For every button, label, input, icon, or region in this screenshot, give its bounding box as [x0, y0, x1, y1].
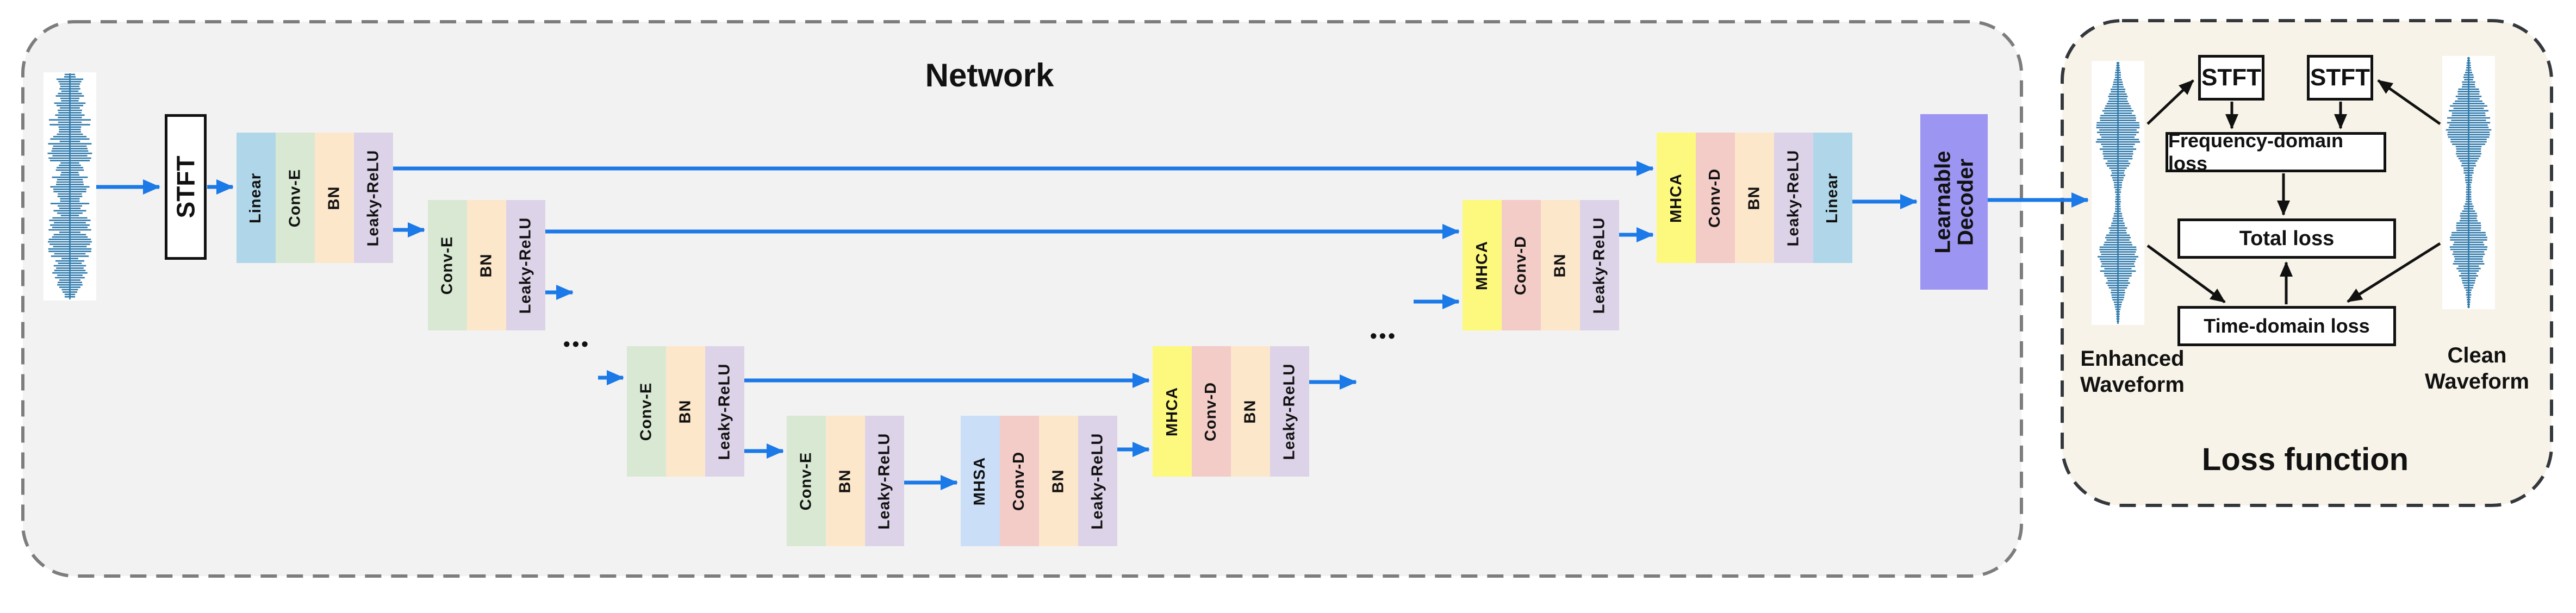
layer-bn: BN	[1735, 133, 1774, 263]
layer-bn: BN	[1039, 416, 1078, 546]
stft-label: STFT	[171, 155, 200, 218]
layer-label: Leaky-ReLU	[715, 363, 733, 460]
layer-label: Leaky-ReLU	[1590, 217, 1608, 314]
layer-mhca: MHCA	[1153, 346, 1192, 477]
layer-label: BN	[1241, 399, 1259, 423]
arrow-clean-to-stft	[2377, 79, 2441, 126]
time-domain-loss-box: Time-domain loss	[2177, 306, 2396, 346]
loss-stft-left-box: STFT	[2198, 55, 2264, 101]
layer-label: MHCA	[1473, 240, 1491, 290]
layer-label: BN	[836, 469, 854, 493]
layer-label: Leaky-ReLU	[517, 217, 534, 314]
layer-conv-e: Conv-E	[787, 416, 826, 546]
ellipsis-encoder: •••	[563, 333, 590, 355]
layer-bn: BN	[666, 346, 705, 477]
layer-conv-e: Conv-E	[276, 133, 315, 263]
layer-label: Conv-D	[1512, 235, 1530, 295]
layer-label: Conv-E	[797, 452, 815, 510]
layer-label: BN	[676, 399, 694, 423]
encoder-stack-1: Linear Conv-E BN Leaky-ReLU	[237, 133, 393, 263]
layer-leaky-relu: Leaky-ReLU	[506, 200, 545, 330]
layer-conv-e: Conv-E	[428, 200, 467, 330]
layer-label: Leaky-ReLU	[1280, 363, 1298, 460]
layer-label: BN	[1049, 469, 1067, 493]
layer-leaky-relu: Leaky-ReLU	[1078, 416, 1117, 546]
layer-label: Linear	[1824, 172, 1841, 223]
flow-arrows	[96, 161, 2089, 490]
clean-waveform-caption: Clean Waveform	[2363, 342, 2576, 395]
layer-label: Conv-D	[1706, 168, 1724, 228]
layer-linear: Linear	[1813, 133, 1852, 263]
layer-label: Conv-D	[1010, 451, 1028, 511]
layer-mhsa: MHSA	[961, 416, 1000, 546]
total-loss-box: Total loss	[2177, 218, 2396, 259]
layer-label: Linear	[247, 172, 265, 223]
decoder-stack-2: MHCA Conv-D BN Leaky-ReLU	[1463, 200, 1619, 330]
layer-label: BN	[1745, 186, 1763, 210]
layer-label: MHCA	[1667, 173, 1685, 223]
arrow-clean-to-time	[2347, 242, 2441, 303]
loss-arrows	[2146, 79, 2441, 304]
bottleneck-stack: MHSA Conv-D BN Leaky-ReLU	[961, 416, 1117, 546]
layer-bn: BN	[1231, 346, 1270, 477]
layer-label: Leaky-ReLU	[1088, 433, 1106, 529]
layer-label: MHCA	[1163, 386, 1181, 436]
caption-line: Enhanced	[2080, 347, 2185, 371]
layer-label: Conv-E	[286, 168, 304, 227]
layer-conv-e: Conv-E	[627, 346, 666, 477]
layer-label: Conv-E	[637, 382, 655, 441]
learnable-decoder-label: Learnable Decoder	[1931, 151, 1977, 253]
layer-label: BN	[1551, 253, 1569, 277]
noisy-waveform-image	[43, 72, 96, 301]
network-panel	[21, 20, 2023, 578]
layer-label: Leaky-ReLU	[364, 149, 382, 246]
layer-label: Conv-D	[1202, 381, 1220, 441]
layer-bn: BN	[467, 200, 506, 330]
caption-line: Waveform	[2080, 373, 2185, 397]
loss-function-title: Loss function	[2201, 442, 2409, 477]
layer-conv-d: Conv-D	[1696, 133, 1735, 263]
encoder-stack-4: Conv-E BN Leaky-ReLU	[787, 416, 904, 546]
layer-label: BN	[477, 253, 495, 277]
layer-leaky-relu: Leaky-ReLU	[354, 133, 393, 263]
encoder-stack-3: Conv-E BN Leaky-ReLU	[627, 346, 744, 477]
layer-bn: BN	[315, 133, 354, 263]
layer-conv-d: Conv-D	[1502, 200, 1541, 330]
clean-waveform-image	[2442, 56, 2495, 309]
layer-conv-d: Conv-D	[1000, 416, 1039, 546]
stft-box: STFT	[165, 114, 207, 260]
layer-bn: BN	[1541, 200, 1580, 330]
enhanced-waveform-image	[2092, 61, 2144, 325]
layer-conv-d: Conv-D	[1192, 346, 1231, 477]
layer-leaky-relu: Leaky-ReLU	[1270, 346, 1309, 477]
loss-stft-right-box: STFT	[2307, 55, 2373, 101]
learnable-decoder-box: Learnable Decoder	[1920, 114, 1988, 290]
enhanced-waveform-caption: Enhanced Waveform	[2018, 346, 2247, 398]
layer-label: Leaky-ReLU	[1784, 149, 1802, 246]
layer-label: MHSA	[971, 456, 989, 505]
caption-line: Waveform	[2425, 370, 2529, 393]
encoder-stack-2: Conv-E BN Leaky-ReLU	[428, 200, 545, 330]
decoder-stack-1: MHCA Conv-D BN Leaky-ReLU	[1153, 346, 1309, 477]
layer-leaky-relu: Leaky-ReLU	[865, 416, 904, 546]
layer-label: Leaky-ReLU	[875, 433, 893, 529]
layer-linear: Linear	[237, 133, 276, 263]
layer-mhca: MHCA	[1657, 133, 1696, 263]
layer-mhca: MHCA	[1463, 200, 1502, 330]
layer-leaky-relu: Leaky-ReLU	[1774, 133, 1813, 263]
layer-label: Conv-E	[438, 236, 456, 295]
ellipsis-decoder: •••	[1370, 324, 1397, 347]
caption-line: Clean	[2447, 343, 2507, 367]
layer-leaky-relu: Leaky-ReLU	[1580, 200, 1619, 330]
frequency-domain-loss-box: Frequency-domain loss	[2166, 129, 2386, 174]
arrow-enhanced-to-time	[2146, 244, 2226, 304]
layer-label: BN	[325, 186, 343, 210]
network-title: Network	[925, 57, 1054, 93]
layer-bn: BN	[826, 416, 865, 546]
layer-leaky-relu: Leaky-ReLU	[705, 346, 744, 477]
decoder-stack-3: MHCA Conv-D BN Leaky-ReLU Linear	[1657, 133, 1852, 263]
arrow-enhanced-to-stft	[2146, 79, 2194, 125]
